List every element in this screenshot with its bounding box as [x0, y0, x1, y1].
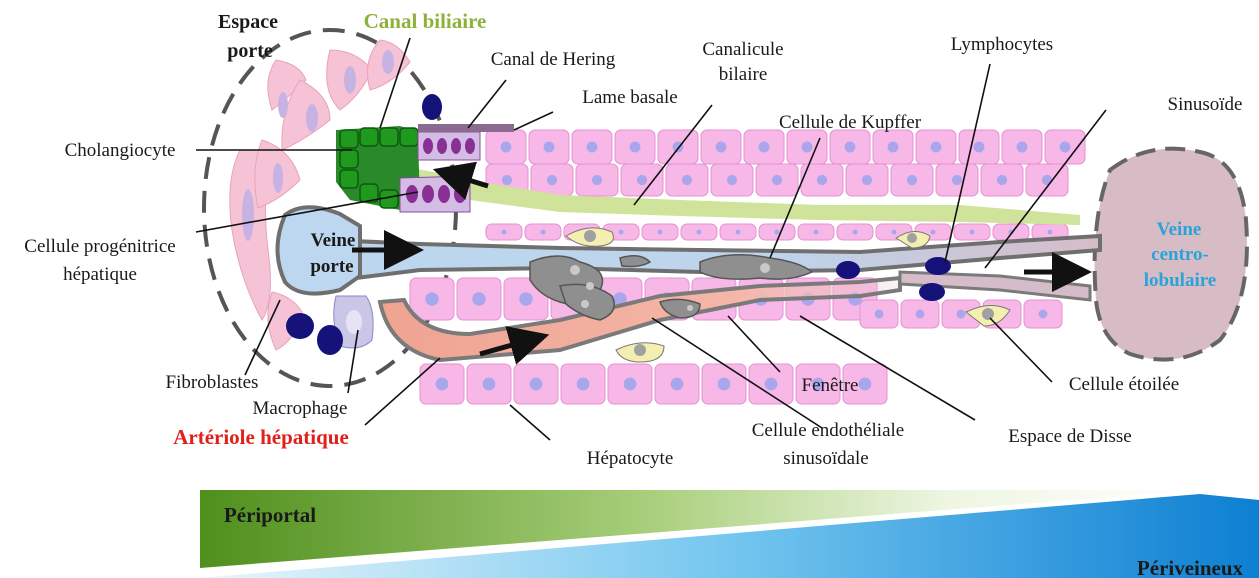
label-arteriole: Artériole hépatique [173, 425, 349, 449]
hepatocyte-nucleus [735, 229, 740, 234]
label-lame-basale: Lame basale [582, 87, 677, 108]
label-veine-porte-2: porte [310, 256, 353, 277]
hepatocyte-nucleus [696, 229, 701, 234]
hepatocyte-nucleus [759, 142, 770, 153]
label-veine-centro-1: Veine [1157, 219, 1202, 240]
hepatocyte-nucleus [671, 378, 684, 391]
label-canal-biliaire: Canal biliaire [364, 9, 487, 33]
lymphocyte-sinusoid-1 [836, 261, 860, 279]
hepatocyte-nucleus [630, 142, 641, 153]
hepatocyte-nucleus [472, 292, 485, 305]
hepatocyte-nucleus [845, 142, 856, 153]
hepatocyte-nucleus [1047, 229, 1052, 234]
label-periportal: Périportal [224, 503, 316, 527]
hepatocyte-nucleus [618, 229, 623, 234]
label-fenetre: Fenêtre [802, 375, 859, 396]
lymphocyte-portal-1 [286, 313, 314, 339]
hepatocyte-nucleus [519, 292, 532, 305]
hepatocyte-nucleus [974, 142, 985, 153]
hepatocyte-nucleus [502, 175, 512, 185]
hepatocyte-nucleus [624, 378, 637, 391]
hepatocyte-nucleus [888, 142, 899, 153]
hepatocyte-nucleus [859, 378, 872, 391]
label-fibroblastes: Fibroblastes [166, 372, 259, 393]
hepatocyte-nucleus [592, 175, 602, 185]
label-cholangiocyte: Cholangiocyte [65, 140, 176, 161]
basal-lamina [418, 124, 514, 132]
hepatocyte-nucleus [765, 378, 778, 391]
hepatocyte-nucleus [425, 292, 438, 305]
label-canalicule-1: Canalicule [702, 39, 783, 60]
label-espace-porte-1: Espace [218, 11, 278, 33]
hepatocyte-nucleus [852, 229, 857, 234]
hepatocyte-nucleus [969, 229, 974, 234]
label-hepatocyte: Hépatocyte [587, 448, 674, 469]
hepatocyte-nucleus [436, 378, 449, 391]
lymphocyte-sinusoid-2 [925, 257, 951, 275]
label-endotheliale-1: Cellule endothéliale [752, 420, 904, 441]
zonation-gradient: Périportal Périveineux [200, 490, 1259, 578]
label-canal-hering: Canal de Hering [491, 49, 616, 70]
label-veine-centro-2: centro- [1151, 244, 1209, 265]
hepatocyte-nucleus [1039, 310, 1048, 319]
hepatocyte-nucleus [501, 229, 506, 234]
hepatocyte-nucleus [637, 175, 647, 185]
hepatocyte-nucleus [727, 175, 737, 185]
hepatocyte-nucleus [501, 142, 512, 153]
label-espace-disse: Espace de Disse [1008, 426, 1131, 447]
label-endotheliale-2: sinusoïdale [783, 448, 869, 469]
hepatocyte-nucleus [657, 229, 662, 234]
hepatocyte-nucleus [997, 175, 1007, 185]
label-cellule-etoilee: Cellule étoilée [1069, 374, 1179, 395]
hepatocyte-nucleus [907, 175, 917, 185]
label-veine-centro-3: lobulaire [1144, 270, 1217, 291]
label-macrophage: Macrophage [253, 398, 348, 419]
lymphocyte-sinusoid-3 [919, 283, 945, 301]
hepatocyte-nucleus [718, 378, 731, 391]
hepatocyte-nucleus [916, 310, 925, 319]
hepatocyte-nucleus [952, 175, 962, 185]
hepatocyte-nucleus [813, 229, 818, 234]
hepatocyte-nucleus [817, 175, 827, 185]
label-veine-porte-1: Veine [311, 230, 356, 251]
hepatocyte-nucleus [1060, 142, 1071, 153]
label-canalicule-2: bilaire [719, 64, 768, 85]
label-periveineux: Périveineux [1137, 556, 1244, 578]
hepatocyte-nucleus [931, 142, 942, 153]
hepatocyte-nucleus [682, 175, 692, 185]
label-progenitrice-1: Cellule progénitrice [24, 236, 175, 257]
hepatocyte-nucleus [540, 229, 545, 234]
hepatocyte-nucleus [587, 142, 598, 153]
hepatocyte-nucleus [862, 175, 872, 185]
hepatocyte-nucleus [1017, 142, 1028, 153]
label-sinusoide: Sinusoïde [1168, 94, 1243, 115]
hepatocyte-nucleus [802, 142, 813, 153]
hepatocyte-nucleus [547, 175, 557, 185]
label-kupffer: Cellule de Kupffer [779, 112, 922, 133]
hepatocyte-nucleus [716, 142, 727, 153]
hepatocyte-nucleus [577, 378, 590, 391]
hepatocyte-nucleus [772, 175, 782, 185]
hepatocyte-nucleus [483, 378, 496, 391]
hepatocyte-nucleus [891, 229, 896, 234]
hepatocyte-nucleus [930, 229, 935, 234]
label-espace-porte-2: porte [227, 40, 273, 62]
hepatocyte-nucleus [530, 378, 543, 391]
lymphocyte-portal-2 [317, 325, 343, 355]
hepatocyte-nucleus [774, 229, 779, 234]
label-progenitrice-2: hépatique [63, 264, 137, 285]
hepatocyte-nucleus [875, 310, 884, 319]
label-lymphocytes: Lymphocytes [951, 34, 1053, 55]
lymphocyte-portal-3 [422, 94, 442, 120]
hepatocyte-nucleus [544, 142, 555, 153]
hepatocyte-nucleus [957, 310, 966, 319]
